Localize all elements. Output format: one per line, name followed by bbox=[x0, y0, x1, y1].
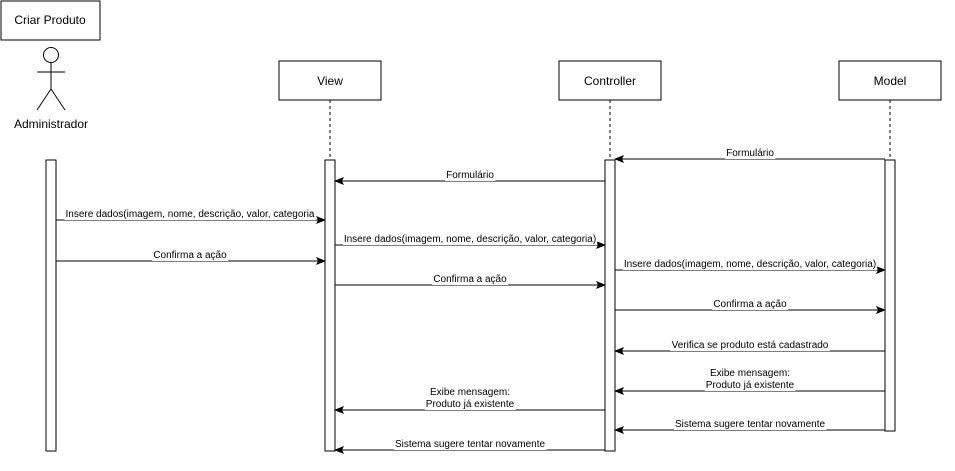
participant-view-label: View bbox=[317, 74, 343, 88]
message-label: Sistema sugere tentar novamente bbox=[395, 439, 546, 450]
actor-left-leg bbox=[36, 88, 52, 111]
message-label-bg bbox=[428, 387, 512, 398]
message-11: Exibe mensagem:Produto já existente bbox=[334, 387, 605, 414]
message-label-bg bbox=[393, 439, 547, 450]
message-label-bg bbox=[670, 340, 830, 351]
message-label-bg bbox=[432, 274, 509, 285]
message-label: Confirma a ação bbox=[153, 250, 227, 261]
message-label: Confirma a ação bbox=[713, 299, 787, 310]
message-label: Exibe mensagem: bbox=[430, 387, 510, 398]
participant-controller-label: Controller bbox=[584, 74, 636, 88]
message-label-bg bbox=[445, 170, 496, 181]
actor-administrador bbox=[36, 47, 66, 111]
message-1: Formulário bbox=[614, 148, 885, 163]
message-label-bg bbox=[712, 299, 789, 310]
frame-title: Criar Produto bbox=[14, 13, 86, 27]
message-13: Sistema sugere tentar novamente bbox=[334, 439, 605, 454]
message-label: Produto já existente bbox=[706, 380, 795, 391]
message-label: Sistema sugere tentar novamente bbox=[675, 419, 826, 430]
message-label-bg bbox=[424, 399, 516, 410]
participant-model-label: Model bbox=[874, 74, 907, 88]
activation-controller bbox=[604, 159, 616, 452]
frame-title-box: Criar Produto bbox=[0, 0, 101, 41]
message-label: Insere dados(imagem, nome, descrição, va… bbox=[344, 234, 596, 245]
message-3: Insere dados(imagem, nome, descrição, va… bbox=[56, 209, 326, 224]
message-label: Confirma a ação bbox=[433, 274, 507, 285]
message-2: Formulário bbox=[334, 170, 605, 185]
message-label: Formulário bbox=[726, 148, 774, 159]
activation-model bbox=[884, 159, 896, 432]
message-label-bg bbox=[704, 380, 796, 391]
participant-controller: Controller bbox=[558, 60, 662, 101]
message-label: Insere dados(imagem, nome, descrição, va… bbox=[65, 209, 314, 220]
message-label: Insere dados(imagem, nome, descrição, va… bbox=[624, 259, 876, 270]
message-10: Exibe mensagem:Produto já existente bbox=[614, 368, 885, 395]
message-5: Confirma a ação bbox=[56, 250, 326, 265]
activation-actor bbox=[45, 159, 57, 452]
message-label-bg bbox=[342, 234, 598, 245]
message-7: Confirma a ação bbox=[335, 274, 606, 289]
message-label-bg bbox=[64, 209, 316, 220]
message-label-bg bbox=[708, 368, 792, 379]
actor-head bbox=[43, 47, 59, 63]
activation-view bbox=[324, 159, 336, 452]
message-12: Sistema sugere tentar novamente bbox=[614, 419, 885, 434]
actor-right-leg bbox=[50, 88, 66, 111]
message-4: Insere dados(imagem, nome, descrição, va… bbox=[335, 234, 606, 249]
message-8: Confirma a ação bbox=[615, 299, 886, 314]
message-9: Verifica se produto está cadastrado bbox=[614, 340, 885, 355]
message-label-bg bbox=[622, 259, 878, 270]
message-label-bg bbox=[673, 419, 827, 430]
message-label-bg bbox=[725, 148, 776, 159]
participant-model: Model bbox=[838, 60, 942, 101]
message-label: Verifica se produto está cadastrado bbox=[672, 340, 829, 351]
message-label: Formulário bbox=[446, 170, 494, 181]
participant-view: View bbox=[278, 60, 382, 101]
message-6: Insere dados(imagem, nome, descrição, va… bbox=[615, 259, 886, 274]
actor-label: Administrador bbox=[14, 117, 88, 131]
message-label-bg bbox=[152, 250, 229, 261]
message-label: Exibe mensagem: bbox=[710, 368, 790, 379]
message-label: Produto já existente bbox=[426, 399, 515, 410]
